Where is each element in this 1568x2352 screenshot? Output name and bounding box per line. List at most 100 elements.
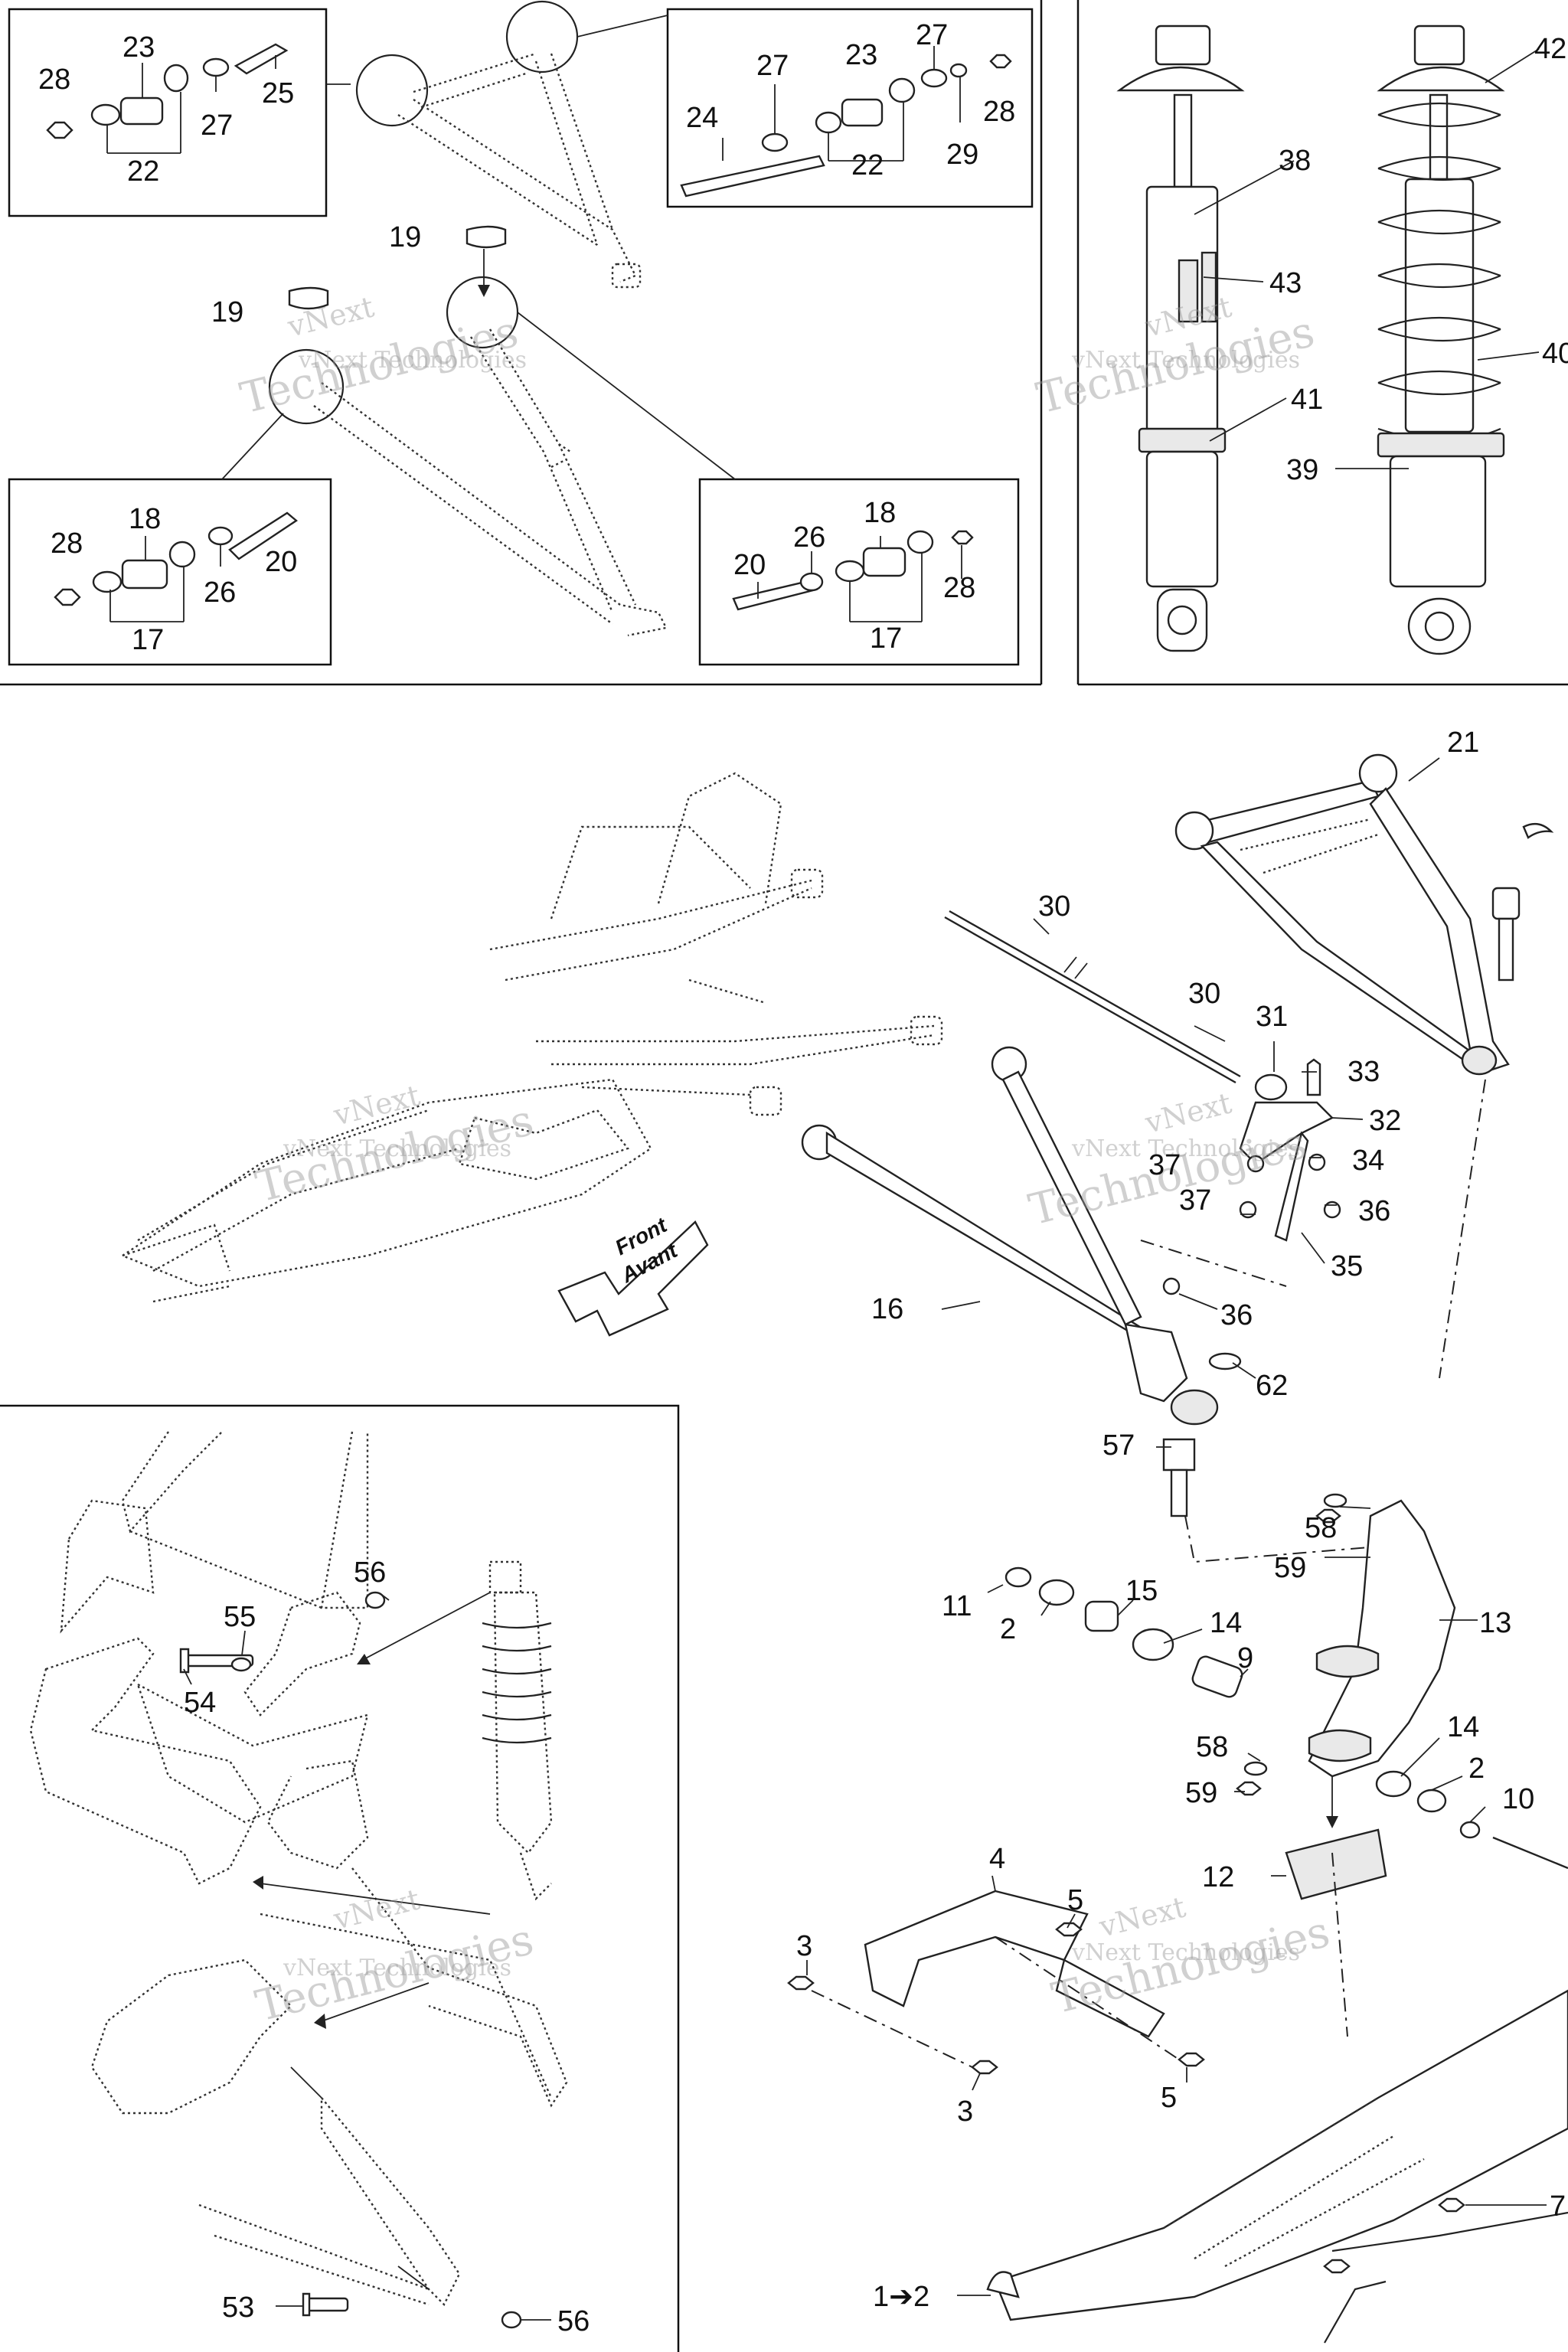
svg-text:vNext Technologies: vNext Technologies (283, 1135, 511, 1162)
callout-26: 26 (204, 577, 236, 609)
callout-58: 58 (1305, 1512, 1337, 1544)
callout-10: 10 (1502, 1783, 1534, 1815)
callout-27: 27 (201, 109, 233, 142)
callout-37: 37 (1148, 1149, 1181, 1181)
callout-19: 19 (211, 296, 243, 328)
box-top-left-bushings (8, 8, 328, 217)
callout-39: 39 (1286, 454, 1318, 486)
callout-41: 41 (1291, 384, 1323, 416)
suspension-overview: Front Avant (120, 772, 943, 1337)
callout-17: 17 (132, 624, 164, 656)
callout-30: 30 (1038, 890, 1070, 923)
callout-34: 34 (1352, 1145, 1384, 1177)
svg-text:vNext: vNext (1142, 1086, 1235, 1139)
callout-35: 35 (1331, 1250, 1363, 1282)
callout-2: 2 (1468, 1753, 1485, 1785)
callout-9: 9 (1237, 1642, 1253, 1674)
callout-7: 7 (1550, 2190, 1566, 2223)
callout-56: 56 (557, 2305, 590, 2337)
callout-5: 5 (1161, 2082, 1177, 2114)
box-ml-parts (54, 511, 299, 622)
callout-25: 25 (262, 77, 294, 109)
callout-23: 23 (845, 39, 877, 71)
callout-28: 28 (38, 64, 70, 96)
callout-4: 4 (989, 1843, 1005, 1875)
callout-16: 16 (871, 1293, 903, 1325)
callout-29: 29 (946, 139, 978, 171)
callout-5: 5 (1067, 1884, 1083, 1916)
callout-22: 22 (127, 155, 159, 188)
callout-37: 37 (1179, 1184, 1211, 1217)
box-mid-right-bushings (698, 478, 1020, 666)
box-tr-parts (680, 46, 1012, 198)
callout-28: 28 (51, 528, 83, 560)
box-tl-parts (46, 43, 289, 154)
callout-13: 13 (1479, 1607, 1511, 1639)
svg-text:vNext Technologies: vNext Technologies (1071, 347, 1300, 374)
callout-42: 42 (1534, 33, 1566, 65)
callout-3: 3 (796, 1930, 812, 1962)
callout-18: 18 (864, 497, 896, 529)
callout-54: 54 (184, 1687, 216, 1719)
callout-32: 32 (1369, 1105, 1401, 1137)
callout-14: 14 (1210, 1607, 1242, 1639)
callout-59: 59 (1185, 1777, 1217, 1809)
callout-22: 22 (851, 149, 884, 181)
svg-text:Technologies: Technologies (1047, 1907, 1334, 2024)
svg-text:vNext Technologies: vNext Technologies (283, 1955, 511, 1981)
callout-3: 3 (957, 2096, 973, 2128)
callout-27: 27 (916, 19, 948, 51)
svg-text:vNext: vNext (1096, 1890, 1189, 1943)
svg-text:Technologies: Technologies (236, 307, 523, 424)
callout-59: 59 (1274, 1552, 1306, 1584)
callout-15: 15 (1125, 1575, 1158, 1607)
top-a-arm-assembly (221, 0, 736, 637)
callout-11: 11 (942, 1590, 972, 1622)
box-mid-left-bushings (8, 478, 332, 666)
callouts: 28 23 25 27 22 27 23 27 24 28 22 29 19 1… (38, 19, 1568, 2337)
callout-27: 27 (756, 50, 789, 82)
svg-text:vNext Technologies: vNext Technologies (1071, 1135, 1300, 1162)
box-mr-parts (732, 530, 974, 622)
callout-62: 62 (1256, 1370, 1288, 1402)
callout-58: 58 (1196, 1731, 1228, 1763)
callout-1-to-2: 1➔2 (873, 2281, 929, 2313)
chassis-assembly (29, 1431, 568, 2329)
callout-53: 53 (222, 2292, 254, 2324)
callout-43: 43 (1269, 267, 1302, 299)
callout-19: 19 (389, 221, 421, 253)
callout-28: 28 (943, 572, 975, 604)
callout-38: 38 (1279, 145, 1311, 177)
callout-55: 55 (224, 1601, 256, 1633)
callout-31: 31 (1256, 1001, 1288, 1033)
callout-30: 30 (1188, 978, 1220, 1010)
callout-26: 26 (793, 521, 825, 554)
spindle-arm-assembly (787, 753, 1568, 2344)
callout-40: 40 (1542, 338, 1568, 370)
callout-36: 36 (1220, 1299, 1253, 1331)
callout-20: 20 (733, 549, 766, 581)
callout-2: 2 (1000, 1613, 1016, 1645)
callout-12: 12 (1202, 1861, 1234, 1893)
callout-24: 24 (686, 102, 718, 134)
front-arrow-indicator: Front Avant (557, 1213, 709, 1337)
callout-23: 23 (122, 31, 155, 64)
callout-33: 33 (1348, 1056, 1380, 1088)
callout-18: 18 (129, 503, 161, 535)
callout-56: 56 (354, 1557, 386, 1589)
callout-21: 21 (1447, 727, 1479, 759)
shock-absorbers (1116, 24, 1540, 655)
callout-28: 28 (983, 96, 1015, 128)
callout-20: 20 (265, 546, 297, 578)
callout-17: 17 (870, 622, 902, 655)
svg-text:vNext Technologies: vNext Technologies (298, 347, 527, 374)
callout-14: 14 (1447, 1711, 1479, 1743)
callout-57: 57 (1102, 1429, 1135, 1462)
svg-text:Technologies: Technologies (251, 1915, 538, 2032)
callout-36: 36 (1358, 1195, 1390, 1227)
svg-text:vNext: vNext (330, 1882, 423, 1936)
box-top-right-bushings (666, 8, 1034, 208)
svg-text:vNext Technologies: vNext Technologies (1071, 1939, 1300, 1966)
